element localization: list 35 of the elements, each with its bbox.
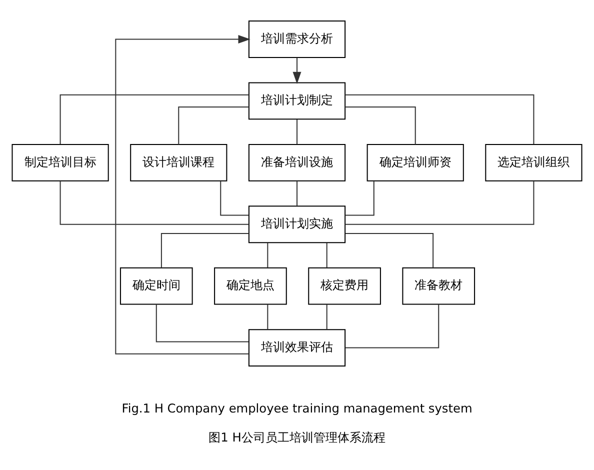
connector (267, 242, 268, 268)
arrow (292, 58, 302, 84)
connector (345, 94, 534, 144)
caption: 图1 H公司员工培训管理体系流程 (208, 430, 386, 444)
node-box: 确定地点 (214, 267, 287, 305)
connector (345, 232, 434, 268)
node-box: 核定费用 (308, 267, 381, 305)
connector (178, 106, 249, 144)
node-box: 准备教材 (402, 267, 476, 305)
connector (220, 181, 249, 216)
node-box: 培训计划制定 (248, 82, 346, 120)
node-box: 准备培训设施 (248, 144, 346, 182)
connector (156, 304, 249, 342)
node-box: 培训效果评估 (248, 329, 346, 366)
connector (60, 94, 249, 144)
connector (160, 232, 249, 268)
node-box: 培训计划实施 (248, 206, 346, 244)
node-box: 培训需求分析 (248, 20, 346, 58)
connector (345, 106, 416, 144)
connector (326, 304, 328, 330)
connector (296, 181, 298, 206)
connector (345, 181, 534, 225)
connector (345, 181, 374, 216)
connector (296, 119, 298, 144)
node-box: 确定时间 (120, 267, 193, 305)
node-box: 选定培训组织 (485, 144, 582, 182)
node-box: 制定培训目标 (12, 144, 109, 182)
connector (60, 181, 249, 225)
connector (267, 304, 268, 330)
node-box: 确定培训师资 (366, 144, 464, 182)
connector (345, 304, 440, 348)
arrow (115, 35, 250, 354)
label: Fig.1 H Company employee training management system (122, 402, 472, 416)
connector (326, 242, 328, 268)
node-box: 设计培训课程 (130, 144, 228, 182)
